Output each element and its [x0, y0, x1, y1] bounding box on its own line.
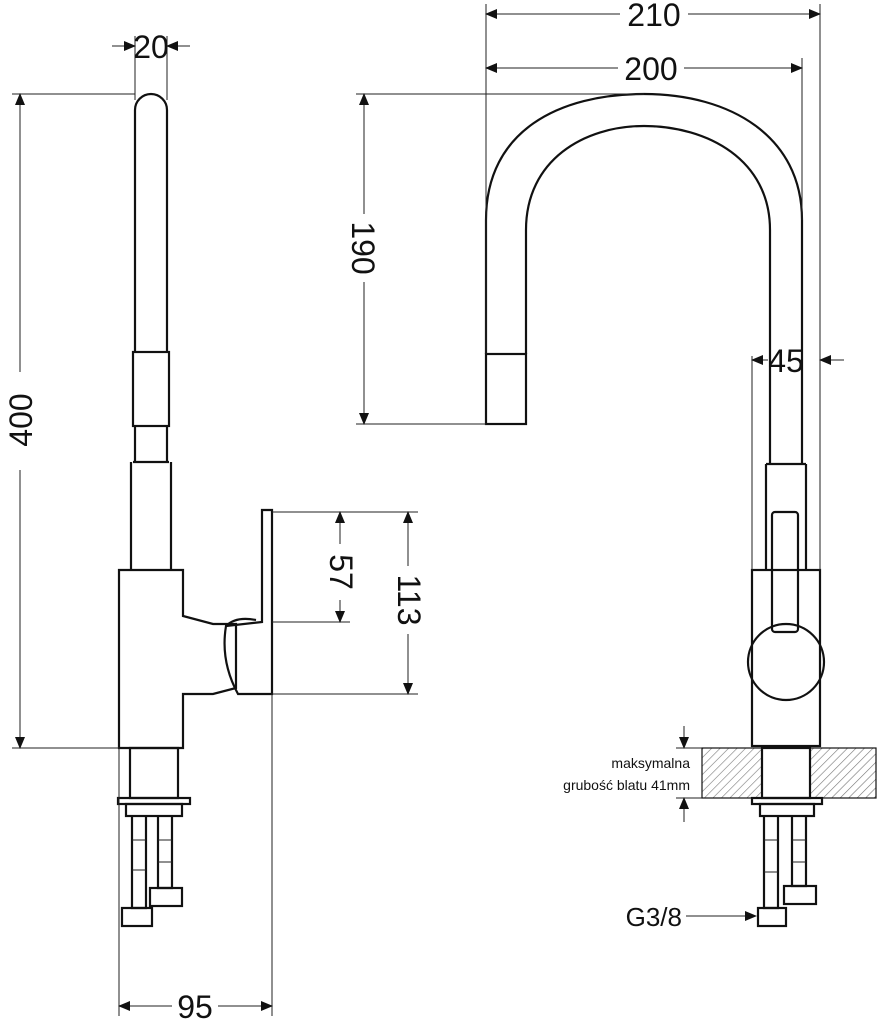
- countertop-left: [701, 747, 763, 799]
- counter-note-line2: grubość blatu 41mm: [563, 777, 690, 793]
- front-lever: [770, 510, 800, 634]
- countertop-right: [809, 747, 877, 799]
- front-spout-tip: [484, 352, 528, 426]
- dim-outer-reach: 210: [627, 0, 680, 33]
- side-lever: [223, 508, 274, 696]
- dim-total-height: 400: [3, 393, 39, 446]
- front-thread-shank: [760, 746, 812, 800]
- dim-spout-reach: 200: [624, 51, 677, 87]
- dim-spout-height: 190: [345, 221, 381, 274]
- front-hose-right: [790, 816, 808, 888]
- dim-spout-diameter: 20: [133, 29, 169, 65]
- counter-note-line1: maksymalna: [611, 755, 690, 771]
- front-spout-gooseneck: [484, 92, 804, 464]
- thread-label: G3/8: [626, 902, 682, 932]
- dim-handle-total: 113: [391, 574, 427, 625]
- dim-handle-height: 57: [323, 554, 359, 590]
- side-hose-right: [156, 816, 174, 890]
- side-body: [117, 568, 238, 750]
- side-spout-tube: [133, 92, 169, 352]
- front-lever-knob: [746, 622, 826, 702]
- front-nut-left: [756, 906, 788, 928]
- side-thread-shank: [128, 746, 180, 800]
- dim-base-depth: 95: [177, 989, 213, 1024]
- side-nut-left: [120, 906, 154, 928]
- side-nut-right: [148, 886, 184, 908]
- front-hose-left: [762, 816, 780, 910]
- side-view: 20 400 57 113 95: [3, 29, 427, 1024]
- front-view: 210 200 190 45 maksymalna grubość blatu …: [345, 0, 877, 932]
- front-nut-right: [782, 884, 818, 906]
- dim-body-diameter: 45: [768, 343, 804, 379]
- side-hose-left: [130, 816, 148, 910]
- side-spout-collar: [131, 350, 171, 428]
- front-body: [750, 568, 822, 748]
